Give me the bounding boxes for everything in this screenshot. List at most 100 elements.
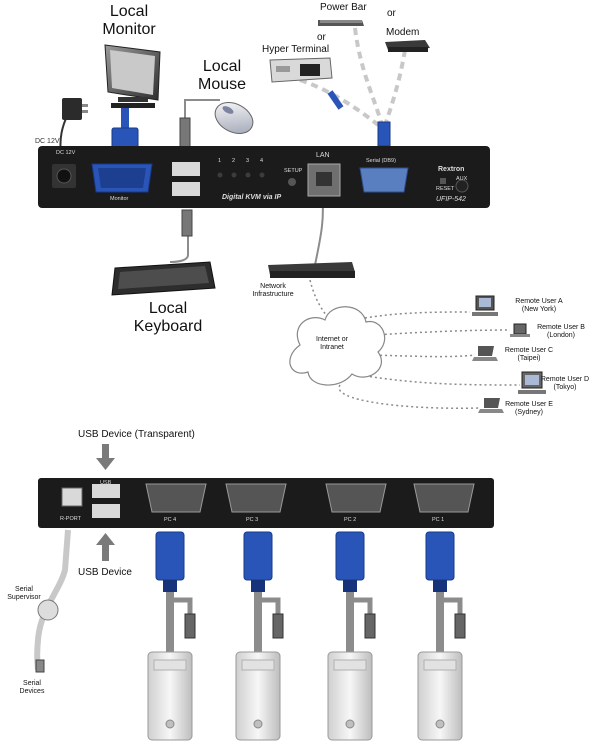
front-panel-led-2: 2	[232, 158, 236, 164]
local-keyboard-label-line2: Keyboard	[133, 317, 203, 335]
kvm-front-panel	[38, 146, 490, 208]
cable-power-bar	[353, 27, 384, 126]
usb-lead	[262, 597, 281, 616]
net-link-user-b	[374, 329, 511, 336]
usb-transparent-arrow-icon	[96, 444, 115, 470]
remote-user-e-label: Remote User E (Sydney)	[494, 401, 564, 416]
remote-user-name: Remote User D	[540, 376, 590, 383]
usb-lead	[354, 597, 373, 616]
vga-connector	[243, 531, 273, 581]
remote-user-a-computer-icon	[472, 295, 498, 316]
local-keyboard-icon	[111, 261, 216, 296]
pc-tower-icon	[235, 651, 281, 741]
or-label-top: or	[387, 8, 396, 19]
vga-connector-boot	[433, 580, 447, 592]
modem-icon	[385, 40, 430, 52]
front-panel-title-label: Digital KVM via IP	[222, 194, 282, 201]
serial-supervisor-label-line2: Supervisor	[7, 593, 41, 601]
remote-user-name: Remote User A	[515, 298, 563, 305]
pc-power-button	[435, 719, 445, 729]
front-panel-led-3: 3	[246, 158, 250, 164]
dc-power-adapter-icon	[62, 98, 88, 120]
usb-lead	[444, 597, 463, 616]
serial-supervisor-label-line1: Serial	[15, 586, 33, 593]
remote-user-d-computer-icon	[518, 371, 546, 394]
usb-plug	[272, 613, 284, 639]
pc-tower-icon	[417, 651, 463, 741]
remote-user-d-label: Remote User D (Tokyo)	[530, 376, 600, 391]
net-link-switch-cloud	[309, 279, 331, 321]
internet-label-line2: Intranet	[320, 343, 344, 351]
network-switch-icon	[268, 262, 355, 278]
cable-hyper-terminal	[299, 78, 380, 127]
pc-power-button	[165, 719, 175, 729]
serial-cable-blue-plug	[327, 90, 344, 110]
remote-user-c-laptop-icon	[472, 346, 498, 361]
rear-panel-usb-label: USB	[100, 480, 112, 486]
front-panel-serial-label: Serial (DB9)	[366, 158, 396, 164]
front-panel-lan-label: LAN	[316, 152, 330, 159]
remote-user-city: (Taipei)	[517, 354, 541, 362]
remote-user-city: (Sydney)	[514, 408, 543, 416]
local-mouse-label: Local Mouse	[192, 58, 252, 93]
local-monitor-icon	[104, 44, 161, 108]
vga-cable	[166, 592, 174, 654]
front-panel-led-1: 1	[218, 158, 222, 164]
front-panel-monitor-label: Monitor	[110, 196, 129, 202]
rear-panel-pc4-label: PC 4	[164, 517, 177, 523]
front-panel-model-label: UFIP-542	[436, 196, 466, 203]
network-label-line2: Infrastructure	[252, 290, 294, 298]
net-link-user-c	[369, 354, 476, 358]
remote-user-city: (Tokyo)	[553, 383, 577, 391]
pc-drive-bay	[423, 659, 457, 671]
usb-lead	[174, 597, 193, 616]
remote-user-name: Remote User C	[504, 347, 554, 354]
remote-user-name: Remote User E	[505, 401, 553, 408]
pc-power-button	[345, 719, 355, 729]
local-mouse-icon	[214, 101, 254, 135]
vga-cable	[436, 592, 444, 654]
remote-user-e-laptop-icon	[478, 398, 504, 413]
local-mouse-label-line2: Mouse	[197, 75, 247, 93]
front-panel-aux-label: AUX	[456, 176, 468, 182]
or-label-left: or	[317, 32, 326, 43]
remote-user-c-label: Remote User C (Taipei)	[494, 347, 564, 362]
serial-devices-label-line2: Devices	[19, 687, 45, 695]
serial-supervisor-cable	[34, 529, 71, 673]
net-link-user-d	[359, 374, 521, 386]
usb-device-arrow-icon	[96, 533, 115, 561]
rear-panel-rport-label: R-PORT	[60, 516, 81, 522]
local-mouse-label-line1: Local	[202, 58, 242, 75]
usb-device-label: USB Device	[78, 567, 132, 578]
remote-user-b-computer-icon	[510, 323, 530, 337]
internet-cloud-icon	[289, 306, 386, 386]
front-panel-dc-label: DC 12V	[56, 150, 76, 156]
serial-supervisor-label: Serial Supervisor	[4, 586, 44, 601]
pc-drive-bay	[333, 659, 367, 671]
dc-12v-label: DC 12V	[35, 138, 60, 145]
pc-column	[235, 531, 284, 741]
modem-label: Modem	[386, 27, 420, 38]
remote-user-name: Remote User B	[537, 324, 585, 331]
keyboard-usb-plug	[181, 209, 193, 237]
power-bar-icon	[318, 20, 364, 26]
serial-devices-label-line1: Serial	[23, 680, 41, 687]
rear-panel-pc1-label: PC 1	[432, 517, 445, 523]
local-keyboard-label-line1: Local	[148, 300, 188, 317]
net-link-user-a	[364, 311, 471, 319]
net-link-user-e	[338, 384, 481, 410]
local-monitor-label-line1: Local	[109, 3, 149, 20]
pc-drive-bay	[153, 659, 187, 671]
usb-plug	[364, 613, 376, 639]
pc-drive-bay	[241, 659, 275, 671]
dashed-serial-cables	[299, 27, 407, 127]
vga-connector-boot	[251, 580, 265, 592]
local-monitor-label-line2: Monitor	[102, 20, 156, 38]
remote-user-city: (New York)	[521, 305, 557, 313]
serial-devices-label: Serial Devices	[12, 680, 52, 695]
hyper-terminal-icon	[269, 57, 333, 83]
power-bar-label: Power Bar	[320, 2, 367, 13]
pc-power-button	[253, 719, 263, 729]
pc-tower-icon	[147, 651, 193, 741]
